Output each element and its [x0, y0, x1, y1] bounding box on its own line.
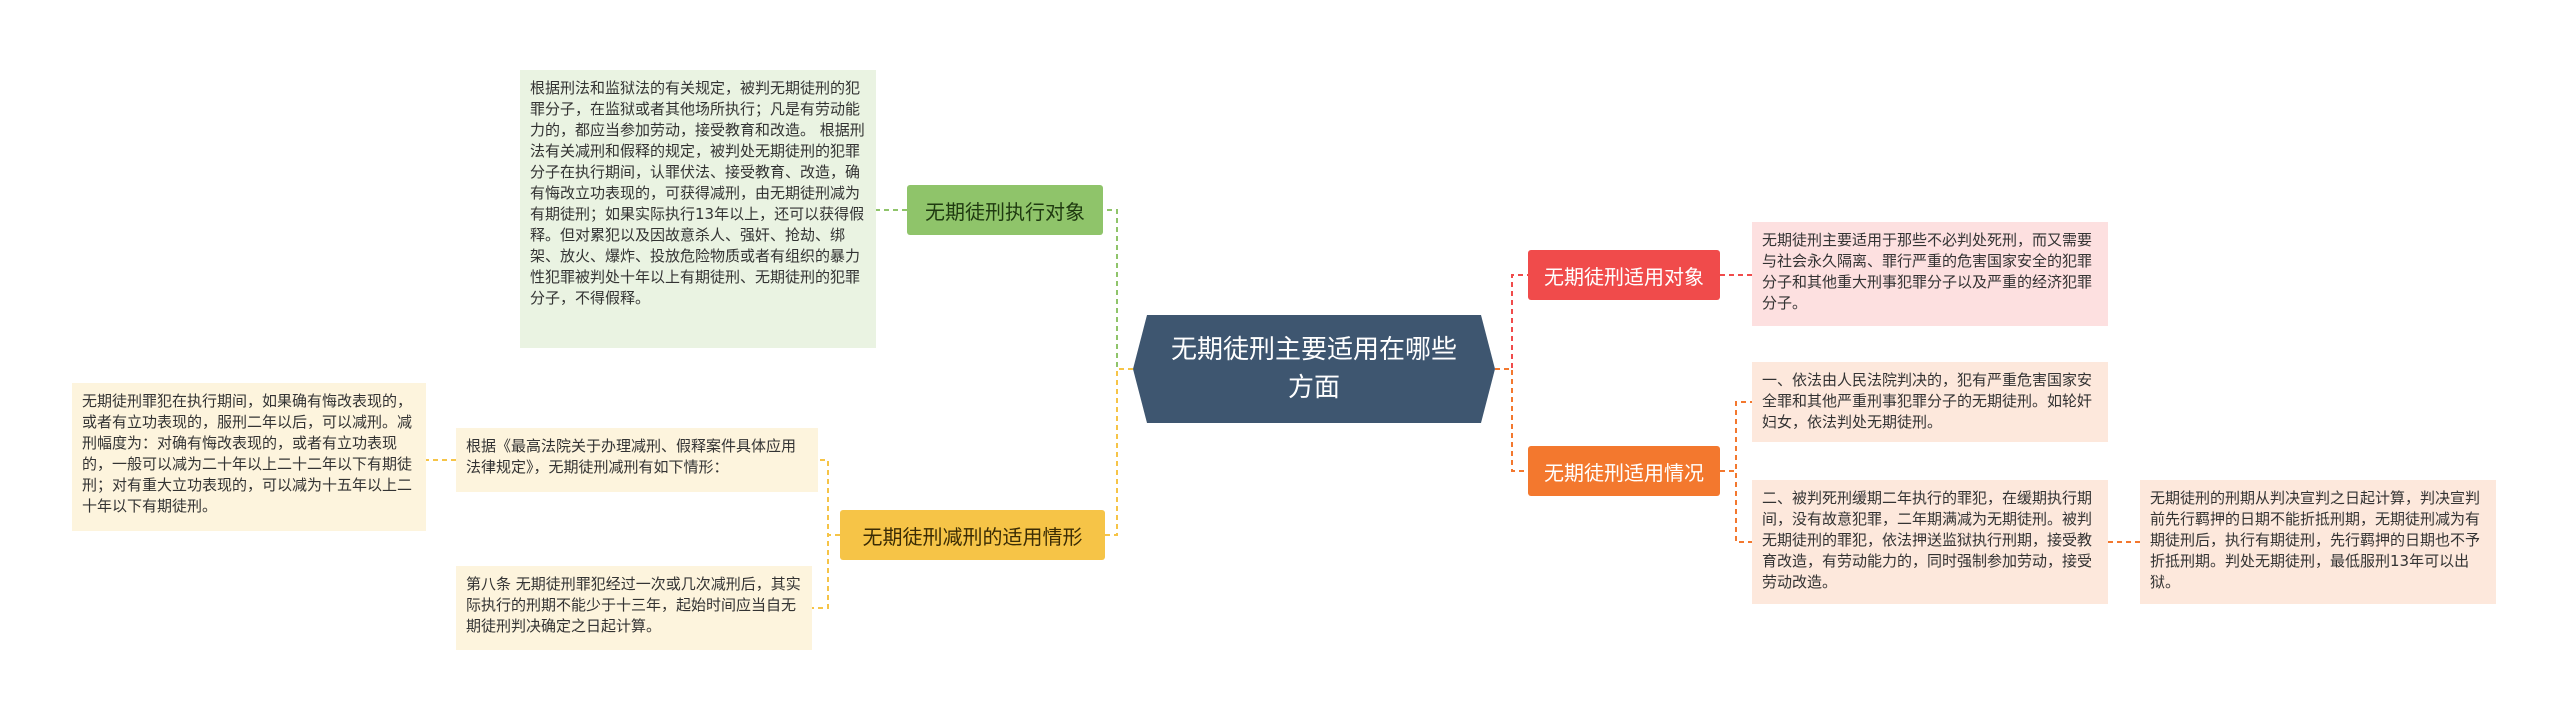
leaf-applicable-cases-two[interactable]: 二、被判死刑缓期二年执行的罪犯，在缓期执行期间，没有故意犯罪，二年期满减为无期徒…: [1752, 480, 2108, 604]
link-applicable-cases-leaf-two: [1720, 470, 1752, 543]
leaf-reduction-article[interactable]: 第八条 无期徒刑罪犯经过一次或几次减刑后，其实际执行的刑期不能少于十三年，起始时…: [456, 566, 812, 650]
link-applicable-cases-leaf-one: [1720, 401, 1752, 472]
link-root-reduction: [1105, 368, 1133, 536]
root-title: 无期徒刑主要适用在哪些方面: [1170, 335, 1457, 403]
branch-reduction[interactable]: 无期徒刑减刑的适用情形: [840, 510, 1105, 560]
leaf-execution-target[interactable]: 根据刑法和监狱法的有关规定，被判无期徒刑的犯罪分子，在监狱或者其他场所执行；凡是…: [520, 70, 876, 348]
link-root-applicable-target: [1495, 274, 1528, 370]
link-reduction-leaf-main: [818, 459, 840, 536]
link-reduction-leaf-article: [812, 534, 840, 609]
link-root-applicable-cases: [1495, 368, 1528, 472]
root-hexagon-shape: [1133, 315, 1495, 423]
branch-execution-target[interactable]: 无期徒刑执行对象: [907, 185, 1103, 235]
root-node[interactable]: 无期徒刑主要适用在哪些方面: [1133, 315, 1495, 423]
leaf-applicable-target[interactable]: 无期徒刑主要适用于那些不必判处死刑，而又需要与社会永久隔离、罪行严重的危害国家安…: [1752, 222, 2108, 326]
link-root-execution-target: [1103, 209, 1133, 370]
branch-applicable-cases[interactable]: 无期徒刑适用情况: [1528, 446, 1720, 496]
leaf-reduction-detail[interactable]: 无期徒刑罪犯在执行期间，如果确有悔改表现的，或者有立功表现的，服刑二年以后，可以…: [72, 383, 426, 531]
branch-applicable-target[interactable]: 无期徒刑适用对象: [1528, 250, 1720, 300]
leaf-applicable-cases-one[interactable]: 一、依法由人民法院判决的，犯有严重危害国家安全罪和其他严重刑事犯罪分子的无期徒刑…: [1752, 362, 2108, 442]
leaf-reduction-main[interactable]: 根据《最高法院关于办理减刑、假释案件具体应用法律规定》，无期徒刑减刑有如下情形：: [456, 428, 818, 492]
leaf-applicable-cases-two-detail[interactable]: 无期徒刑的刑期从判决宣判之日起计算，判决宣判前先行羁押的日期不能折抵刑期，无期徒…: [2140, 480, 2496, 604]
